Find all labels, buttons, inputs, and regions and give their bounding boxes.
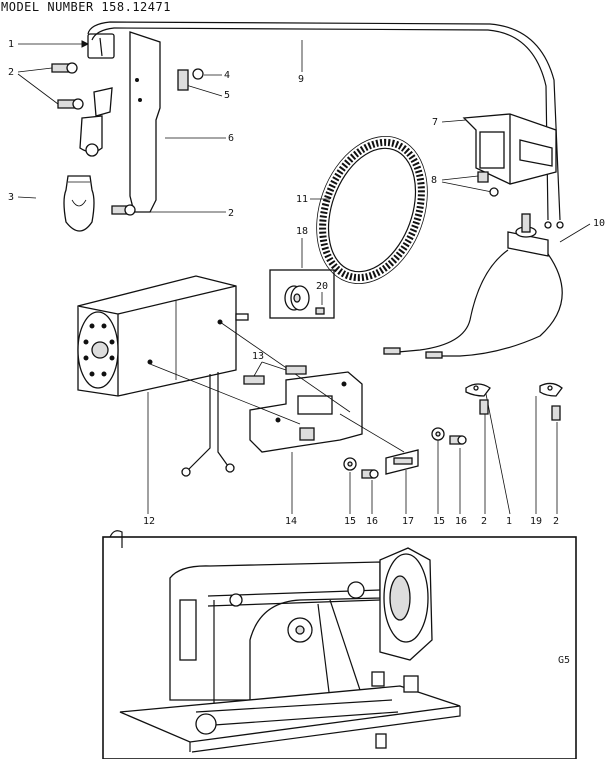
callout-19: 19: [530, 396, 542, 527]
callout-7: 7: [432, 117, 467, 128]
callout-20: 20: [316, 281, 328, 305]
motor-pulley: [269, 269, 335, 319]
callout-label: 1: [8, 39, 14, 50]
callout-17: 17: [402, 470, 414, 527]
callout-label: 17: [402, 516, 414, 527]
callout-label: 3: [8, 192, 14, 203]
callout-2-b: 2: [150, 208, 234, 219]
callout-8: 8: [431, 175, 493, 193]
callout-label: 5: [224, 90, 230, 101]
drive-belt: [316, 136, 428, 284]
callout-10: 10: [559, 218, 605, 243]
callout-label: 12: [143, 516, 155, 527]
callout-3: 3: [8, 192, 37, 203]
callout-label: 6: [228, 133, 234, 144]
model-number-title: MODEL NUMBER 158.12471: [1, 0, 171, 14]
callout-label: 19: [530, 516, 542, 527]
callout-label: 4: [224, 70, 230, 81]
callout-label: 9: [298, 74, 304, 85]
callout-label: 11: [296, 194, 308, 205]
lamp-wire: [87, 21, 564, 229]
sewing-motor: [77, 275, 249, 477]
callout-2-a: 2: [8, 67, 59, 105]
callout-16-b: 16: [455, 448, 467, 527]
callout-label: 8: [431, 175, 437, 186]
callout-label: 16: [455, 516, 467, 527]
callout-13: 13: [252, 351, 287, 377]
callout-1-b: 1: [485, 393, 512, 527]
callout-label: 14: [285, 516, 297, 527]
callout-15-a: 15: [344, 472, 356, 527]
control-switch: [383, 213, 563, 359]
callout-label: 2: [8, 67, 14, 78]
callout-label: 2: [481, 516, 487, 527]
callout-2-d: 2: [553, 422, 559, 527]
callout-label: 20: [316, 281, 328, 292]
callout-label: 7: [432, 117, 438, 128]
callout-9: 9: [298, 40, 304, 85]
callout-label: 10: [593, 218, 605, 229]
callout-15-b: 15: [433, 440, 445, 527]
callout-label: 18: [296, 226, 308, 237]
switch-bracket: [462, 113, 557, 197]
callout-label: 15: [433, 516, 445, 527]
callout-label: 1: [506, 516, 512, 527]
callout-label: 15: [344, 516, 356, 527]
callout-2-c: 2: [481, 412, 487, 527]
callout-1-top: 1: [8, 39, 90, 50]
motor-bracket-assembly: [149, 321, 467, 479]
callout-6: 6: [165, 133, 234, 144]
callout-12: 12: [143, 392, 155, 527]
wire-clamps: [465, 382, 563, 421]
callout-11: 11: [296, 194, 330, 205]
callout-label: 2: [228, 208, 234, 219]
machine-inset: [102, 530, 577, 759]
callout-18: 18: [296, 226, 308, 268]
callout-4: 4: [204, 70, 230, 81]
callout-16-a: 16: [366, 480, 378, 527]
callout-label: 13: [252, 351, 264, 362]
callout-14: 14: [285, 452, 297, 527]
lamp-bracket-assembly: [51, 31, 204, 232]
callout-5: 5: [185, 84, 230, 101]
callout-label: 2: [553, 516, 559, 527]
callout-label: 16: [366, 516, 378, 527]
page-code: G5: [558, 655, 571, 666]
